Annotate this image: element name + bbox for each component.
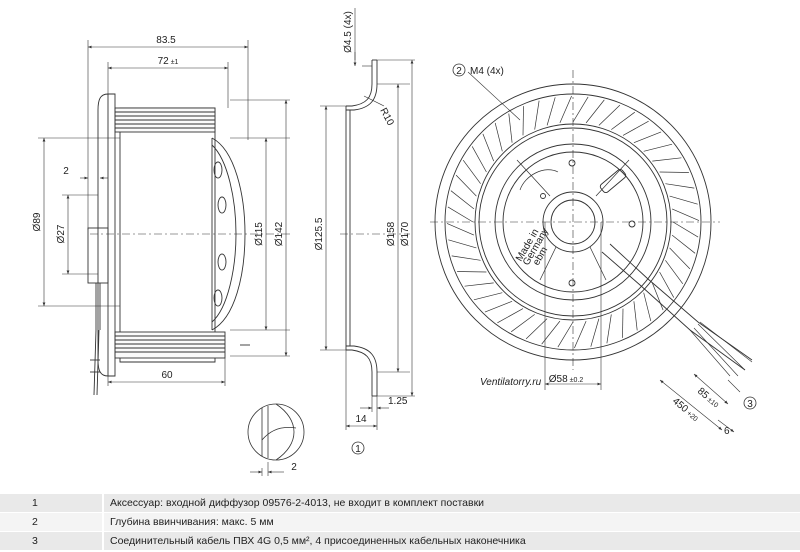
impeller-blade (462, 159, 481, 184)
note-row: 1 Аксессуар: входной диффузор 09576-2-40… (0, 494, 800, 513)
svg-text:1: 1 (355, 444, 361, 455)
dim-125: 1.25 (388, 396, 408, 407)
impeller-blade (606, 314, 612, 344)
dim-d89: Ø89 (32, 212, 43, 231)
impeller-blade (643, 292, 652, 322)
impeller-blade (590, 318, 600, 347)
dim-d170: Ø170 (400, 221, 411, 246)
dim-d142: Ø142 (274, 221, 285, 246)
dim-total-width: 83.5 (156, 35, 176, 46)
impeller-blade (671, 234, 696, 254)
dim-body-width: 72±1 (158, 56, 179, 67)
svg-text:2: 2 (456, 66, 462, 77)
dim-d58: Ø58±0.2 (549, 374, 584, 385)
impeller-blade (508, 113, 513, 143)
impeller-blade (598, 104, 621, 126)
dim-85: 85±10 (695, 386, 721, 410)
impeller-blade (622, 120, 649, 136)
impeller-blade (448, 239, 477, 249)
impeller-blade (541, 320, 561, 345)
dim-d158: Ø158 (386, 221, 397, 246)
impeller-blade (633, 301, 638, 331)
technical-drawing: 83.5 72±1 60 2 Ø89 Ø27 Ø115 Ø142 2 (32, 8, 757, 476)
callout-3: 3 (743, 396, 757, 410)
impeller-blade (464, 282, 494, 287)
impeller-blade (473, 292, 503, 301)
impeller-blade (522, 106, 524, 136)
note-number: 1 (0, 494, 104, 513)
dim-radius: R10 (377, 106, 396, 128)
note-row: 2 Глубина ввинчивания: макс. 5 мм (0, 512, 800, 532)
impeller-blade (643, 143, 673, 152)
detail-view (247, 403, 305, 476)
impeller-blade (669, 247, 691, 270)
impeller-blade (574, 320, 587, 349)
dim-d115: Ø115 (254, 222, 265, 246)
note-text: Соединительный кабель ПВХ 4G 0,5 мм², 4 … (103, 531, 800, 551)
impeller-blade (633, 131, 662, 144)
impeller-blade (455, 174, 477, 197)
callout-1: 1 (351, 441, 365, 455)
diffuser-profile-bottom (346, 349, 373, 396)
impeller-blades (446, 95, 700, 349)
side-housing (119, 107, 216, 363)
impeller-blade (534, 100, 540, 130)
impeller-blade (471, 146, 487, 173)
impeller-blade (451, 255, 481, 261)
impeller-blade (659, 271, 675, 298)
section-view (320, 8, 415, 430)
impeller-blade (651, 282, 664, 311)
side-cable (93, 329, 97, 396)
impeller-blade (525, 318, 548, 340)
impeller-blade (457, 271, 487, 273)
dim-d27: Ø27 (56, 224, 67, 243)
detail-dim: 2 (291, 462, 297, 473)
impeller-blade (497, 308, 524, 324)
impeller-blade (546, 97, 556, 126)
watermark: Ventilatorry.ru (480, 377, 542, 388)
impeller-blade (611, 111, 636, 130)
impeller-blade (559, 95, 572, 124)
impeller-blade (446, 223, 475, 236)
note-row: 3 Соединительный кабель ПВХ 4G 0,5 мм², … (0, 531, 800, 551)
impeller-blade (585, 99, 605, 124)
dim-offset: 2 (63, 166, 69, 177)
note-text: Глубина ввинчивания: макс. 5 мм (103, 512, 800, 532)
dim-hole: Ø4.5 (4x) (343, 11, 354, 53)
note-number: 3 (0, 531, 104, 551)
front-cable (601, 251, 746, 371)
dim-d125: Ø125.5 (314, 217, 325, 250)
dim-base-width: 60 (161, 370, 173, 381)
callout-2: 2 (452, 63, 466, 77)
impeller-blade (494, 122, 503, 152)
impeller-blade (447, 206, 474, 223)
impeller-blade (652, 157, 682, 162)
impeller-blade (484, 300, 513, 313)
dim-14: 14 (355, 414, 367, 425)
impeller-blade (510, 314, 535, 333)
notes-table: 1 Аксессуар: входной диффузор 09576-2-40… (0, 494, 800, 551)
dim-6: 6 (724, 426, 730, 437)
impeller-blade (572, 96, 589, 123)
impeller-blade (659, 171, 689, 173)
dim-line-450 (659, 379, 723, 431)
impeller-blade (665, 260, 684, 285)
note-text: Аксессуар: входной диффузор 09576-2-4013… (103, 494, 800, 513)
impeller-blade (557, 321, 574, 348)
impeller-blade (665, 183, 695, 189)
thread-spec: M4 (4x) (470, 66, 504, 77)
svg-text:3: 3 (747, 399, 753, 410)
impeller-blade (671, 208, 700, 221)
impeller-blade (482, 133, 495, 162)
note-number: 2 (0, 512, 104, 532)
impeller-blade (669, 195, 698, 205)
front-view (430, 70, 753, 433)
impeller-blade (450, 190, 475, 210)
side-view (38, 40, 290, 396)
impeller-blade (672, 221, 699, 238)
diffuser-profile-top (346, 60, 373, 107)
impeller-blade (622, 308, 624, 338)
